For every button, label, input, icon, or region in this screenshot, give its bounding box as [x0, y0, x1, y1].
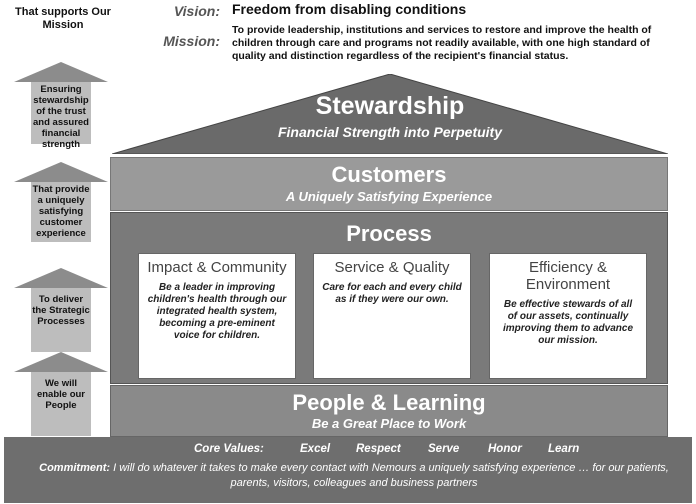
process-box-text: Be effective stewards of all of our asse… — [502, 299, 634, 346]
mission-label: Mission: — [163, 33, 220, 49]
arrow-text: To deliver the Strategic Processes — [31, 288, 91, 352]
arrow-text: That provide a uniquely satisfying custo… — [31, 182, 91, 242]
stewardship-roof — [112, 74, 668, 154]
core-value-honor: Honor — [488, 443, 522, 455]
people-band: People & Learning Be a Great Place to Wo… — [110, 385, 668, 437]
process-box-service: Service & Quality Care for each and ever… — [313, 253, 471, 379]
process-box-impact: Impact & Community Be a leader in improv… — [138, 253, 296, 379]
process-box-title: Efficiency & Environment — [525, 259, 611, 293]
process-title: Process — [346, 221, 432, 246]
process-box-title: Service & Quality — [334, 259, 450, 276]
core-value-respect: Respect — [356, 443, 401, 455]
arrow-up-icon — [14, 62, 108, 82]
core-value-serve: Serve — [428, 443, 460, 455]
arrow-stewardship: Ensuring stewardship of the trust and as… — [14, 62, 108, 150]
people-title: People & Learning — [292, 390, 486, 415]
core-value-learn: Learn — [548, 443, 580, 455]
stewardship-subtitle: Financial Strength into Perpetuity — [277, 124, 503, 140]
vision-label: Vision: — [173, 3, 220, 19]
people-subtitle: Be a Great Place to Work — [311, 416, 467, 431]
arrow-customers: That provide a uniquely satisfying custo… — [14, 162, 108, 242]
vision-text: Freedom from disabling conditions — [232, 1, 467, 17]
core-value-excel: Excel — [300, 443, 331, 455]
arrow-process: To deliver the Strategic Processes — [14, 268, 108, 352]
header-left-text: That supports Our Mission — [15, 6, 111, 31]
customers-subtitle: A Uniquely Satisfying Experience — [285, 189, 493, 204]
mission-text: To provide leadership, institutions and … — [232, 24, 652, 62]
process-box-title: Impact & Community — [147, 259, 287, 276]
foundation-band: Core Values: Excel Respect Serve Honor L… — [4, 437, 692, 503]
arrow-up-icon — [14, 352, 108, 372]
process-box-text: Be a leader in improving children's heal… — [147, 282, 287, 341]
process-box-efficiency: Efficiency & Environment Be effective st… — [489, 253, 647, 379]
arrow-up-icon — [14, 268, 108, 288]
commitment-text: I will do whatever it takes to make ever… — [113, 462, 669, 489]
process-box-text: Care for each and every child as if they… — [322, 282, 462, 305]
commitment-label: Commitment: — [39, 462, 111, 474]
commitment: Commitment: I will do whatever it takes … — [34, 461, 674, 491]
arrow-up-icon — [14, 162, 108, 182]
arrow-people: We will enable our People — [14, 352, 108, 436]
arrow-text: We will enable our People — [31, 372, 91, 436]
core-values-label: Core Values: — [194, 443, 264, 455]
customers-title: Customers — [331, 162, 447, 187]
arrow-text: Ensuring stewardship of the trust and as… — [31, 82, 91, 150]
stewardship-title: Stewardship — [315, 92, 465, 120]
customers-band: Customers A Uniquely Satisfying Experien… — [110, 157, 668, 211]
